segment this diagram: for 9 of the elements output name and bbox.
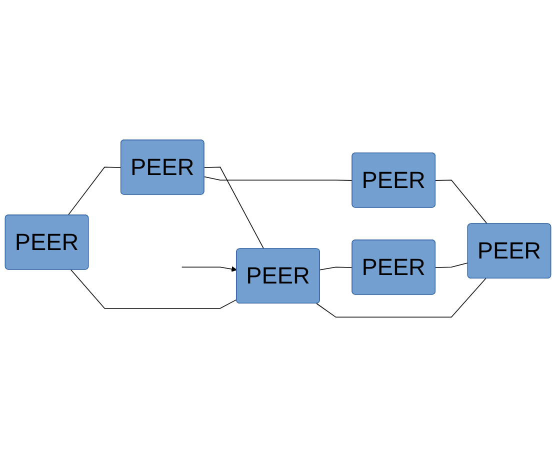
connector: [204, 166, 264, 250]
connector: [70, 269, 238, 309]
connector: [435, 262, 468, 268]
connector: [435, 180, 488, 224]
connector: [320, 266, 353, 270]
connector: [204, 176, 353, 181]
connector: [68, 166, 122, 216]
connector: [316, 278, 486, 318]
arrow: [181, 266, 237, 272]
